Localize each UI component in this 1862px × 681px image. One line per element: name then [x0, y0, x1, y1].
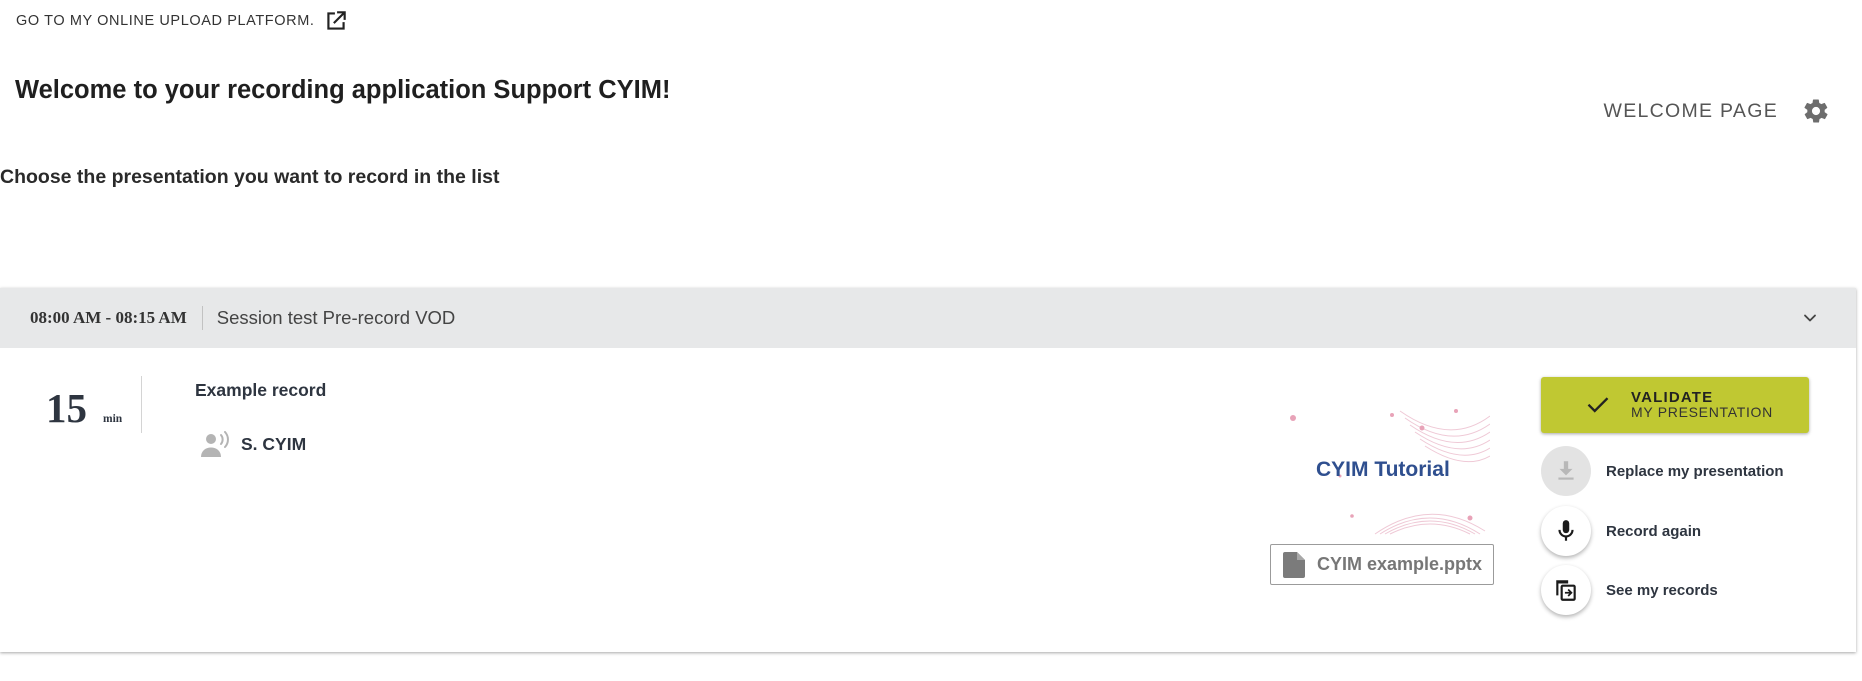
- gear-icon[interactable]: [1802, 97, 1830, 125]
- download-icon: [1558, 461, 1574, 480]
- presentation-file[interactable]: CYIM example.pptx: [1270, 544, 1494, 585]
- thumbnail-title: CYIM Tutorial: [1316, 458, 1450, 481]
- validate-presentation-button[interactable]: VALIDATE MY PRESENTATION: [1541, 377, 1809, 433]
- microphone-icon: [1558, 520, 1574, 541]
- session-time: 08:00 AM - 08:15 AM: [30, 308, 187, 327]
- upload-platform-link[interactable]: GO TO MY ONLINE UPLOAD PLATFORM.: [16, 8, 349, 34]
- replace-label: Replace my presentation: [1606, 462, 1784, 480]
- welcome-page-button[interactable]: WELCOME PAGE: [1603, 96, 1830, 126]
- page-title: Welcome to your recording application Su…: [15, 76, 671, 104]
- record-again-button[interactable]: Record again: [1541, 506, 1701, 556]
- presentation-title: Example record: [195, 380, 327, 400]
- file-icon: [1283, 551, 1305, 578]
- session-divider: [201, 306, 203, 330]
- validate-label: VALIDATE: [1631, 389, 1714, 406]
- session-title: Session test Pre-record VOD: [216, 307, 456, 328]
- presentation-duration: 15 min: [46, 384, 122, 432]
- record-again-label: Record again: [1606, 522, 1702, 540]
- file-name: CYIM example.pptx: [1317, 554, 1483, 574]
- thumbnail-decoration: [1290, 409, 1490, 535]
- replace-presentation-button[interactable]: Replace my presentation: [1541, 446, 1784, 496]
- speaker-icon: [201, 431, 229, 457]
- upload-platform-label: GO TO MY ONLINE UPLOAD PLATFORM.: [16, 13, 315, 29]
- duration-value: 15: [46, 385, 87, 431]
- duration-unit: min: [103, 413, 123, 425]
- presentation-thumbnail[interactable]: CYIM Tutorial: [1280, 406, 1490, 536]
- record-icon-circle[interactable]: [1541, 506, 1591, 556]
- session-header[interactable]: 08:00 AM - 08:15 AM Session test Pre-rec…: [0, 288, 1856, 348]
- external-link-icon: [326, 11, 346, 30]
- validate-sublabel: MY PRESENTATION: [1631, 404, 1773, 420]
- welcome-page-label: WELCOME PAGE: [1603, 99, 1778, 122]
- see-records-button[interactable]: See my records: [1541, 565, 1718, 615]
- speaker-name: S. CYIM: [241, 434, 307, 454]
- copy-icon: [1556, 580, 1576, 601]
- check-icon: [1587, 397, 1609, 413]
- chevron-down-icon[interactable]: [1800, 308, 1820, 328]
- duration-divider: [141, 376, 142, 433]
- see-records-label: See my records: [1606, 581, 1718, 599]
- records-icon-circle[interactable]: [1541, 565, 1591, 615]
- instruction-text: Choose the presentation you want to reco…: [0, 166, 500, 188]
- replace-icon-circle[interactable]: [1541, 446, 1591, 496]
- session-card: 08:00 AM - 08:15 AM Session test Pre-rec…: [0, 288, 1856, 652]
